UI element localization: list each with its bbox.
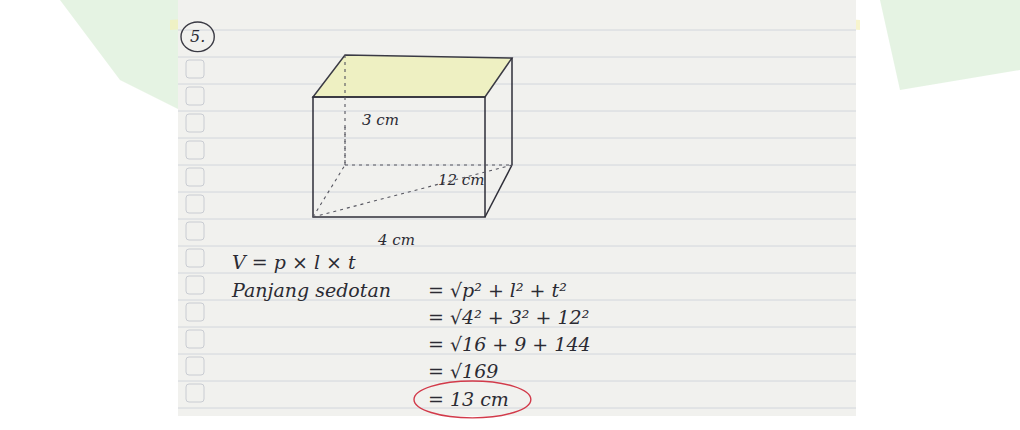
formula-label: Panjang sedotan <box>232 280 391 301</box>
callout-number: 5. <box>190 28 205 46</box>
formula: = √p² + l² + t² <box>428 280 567 301</box>
formula: = √169 <box>428 361 498 382</box>
dimension: 12 cm <box>438 172 484 189</box>
formula: V = p × l × t <box>232 252 356 273</box>
dimension: 4 cm <box>378 232 415 249</box>
formula: = √4² + 3² + 12² <box>428 307 589 328</box>
formula: = √16 + 9 + 144 <box>428 334 591 355</box>
dimension: 3 cm <box>362 112 399 129</box>
answer: = 13 cm <box>428 389 509 410</box>
